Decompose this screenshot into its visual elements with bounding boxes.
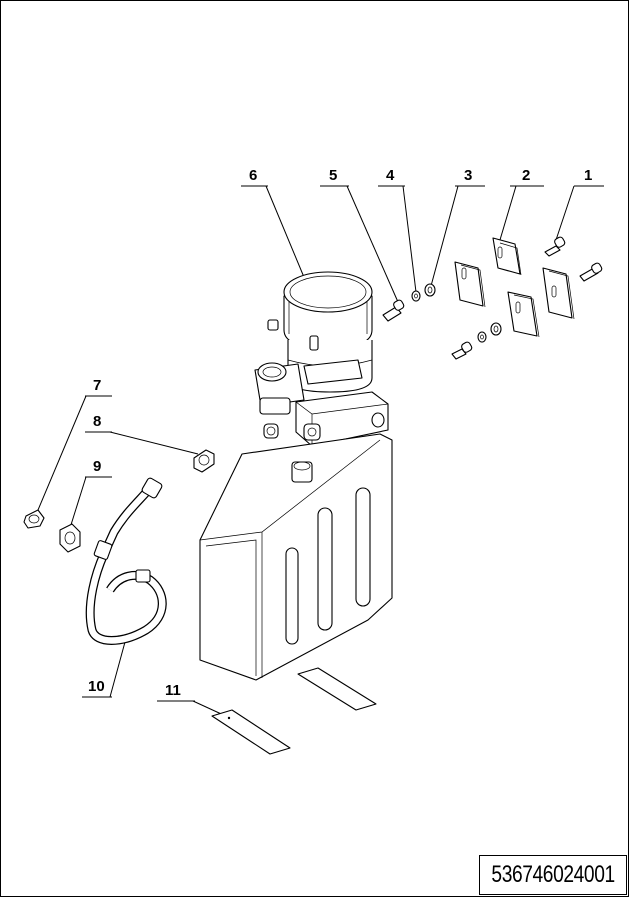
callout-labels: 1 2 3 4 5 6 7 8 9 10 11	[88, 167, 592, 699]
callout-10: 10	[88, 678, 105, 695]
fitting-part	[193, 449, 215, 473]
motor-part	[254, 271, 389, 447]
drawing-number-box: 536746024001	[479, 855, 627, 895]
washer-part	[411, 283, 502, 343]
callout-4: 4	[386, 167, 395, 184]
callout-8: 8	[93, 413, 101, 430]
callout-5: 5	[329, 167, 337, 184]
callout-9: 9	[93, 458, 101, 475]
callout-11: 11	[165, 682, 181, 699]
tank-part	[199, 433, 393, 681]
callout-7: 7	[93, 377, 101, 394]
motor-screw-part	[382, 299, 405, 322]
mounting-plate-part	[454, 237, 575, 338]
callout-3: 3	[464, 167, 472, 184]
leader-lines	[37, 185, 604, 719]
label-strip-part	[211, 667, 377, 755]
bolt-part	[451, 236, 603, 360]
callout-2: 2	[522, 167, 530, 184]
hose-part	[85, 477, 167, 645]
nut-part	[23, 509, 45, 529]
callout-6: 6	[249, 167, 257, 184]
callout-1: 1	[584, 167, 592, 184]
drawing-number: 536746024001	[491, 861, 615, 888]
adapter-part	[59, 523, 81, 553]
